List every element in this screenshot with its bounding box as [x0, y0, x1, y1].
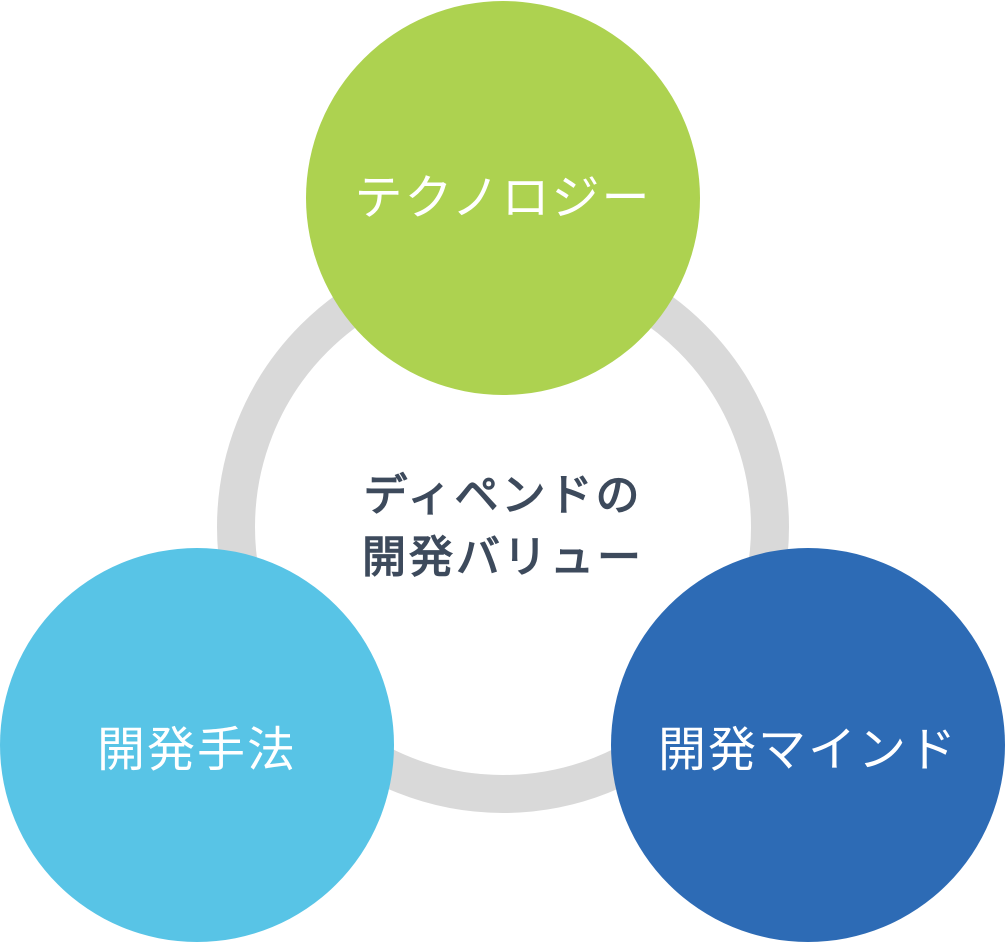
node-label-development-method: 開発手法 [96, 722, 298, 778]
node-label-technology: テクノロジー [354, 170, 652, 226]
node-circle-development-method [0, 548, 394, 942]
node-circle-technology [306, 1, 700, 395]
center-title-line1: ディペンドの [363, 470, 643, 521]
node-circle-development-mindset [611, 548, 1005, 942]
node-label-development-mindset: 開発マインド [657, 722, 959, 778]
center-title-line2: 開発バリュー [362, 532, 644, 583]
center-title: ディペンドの 開発バリュー [300, 465, 706, 589]
